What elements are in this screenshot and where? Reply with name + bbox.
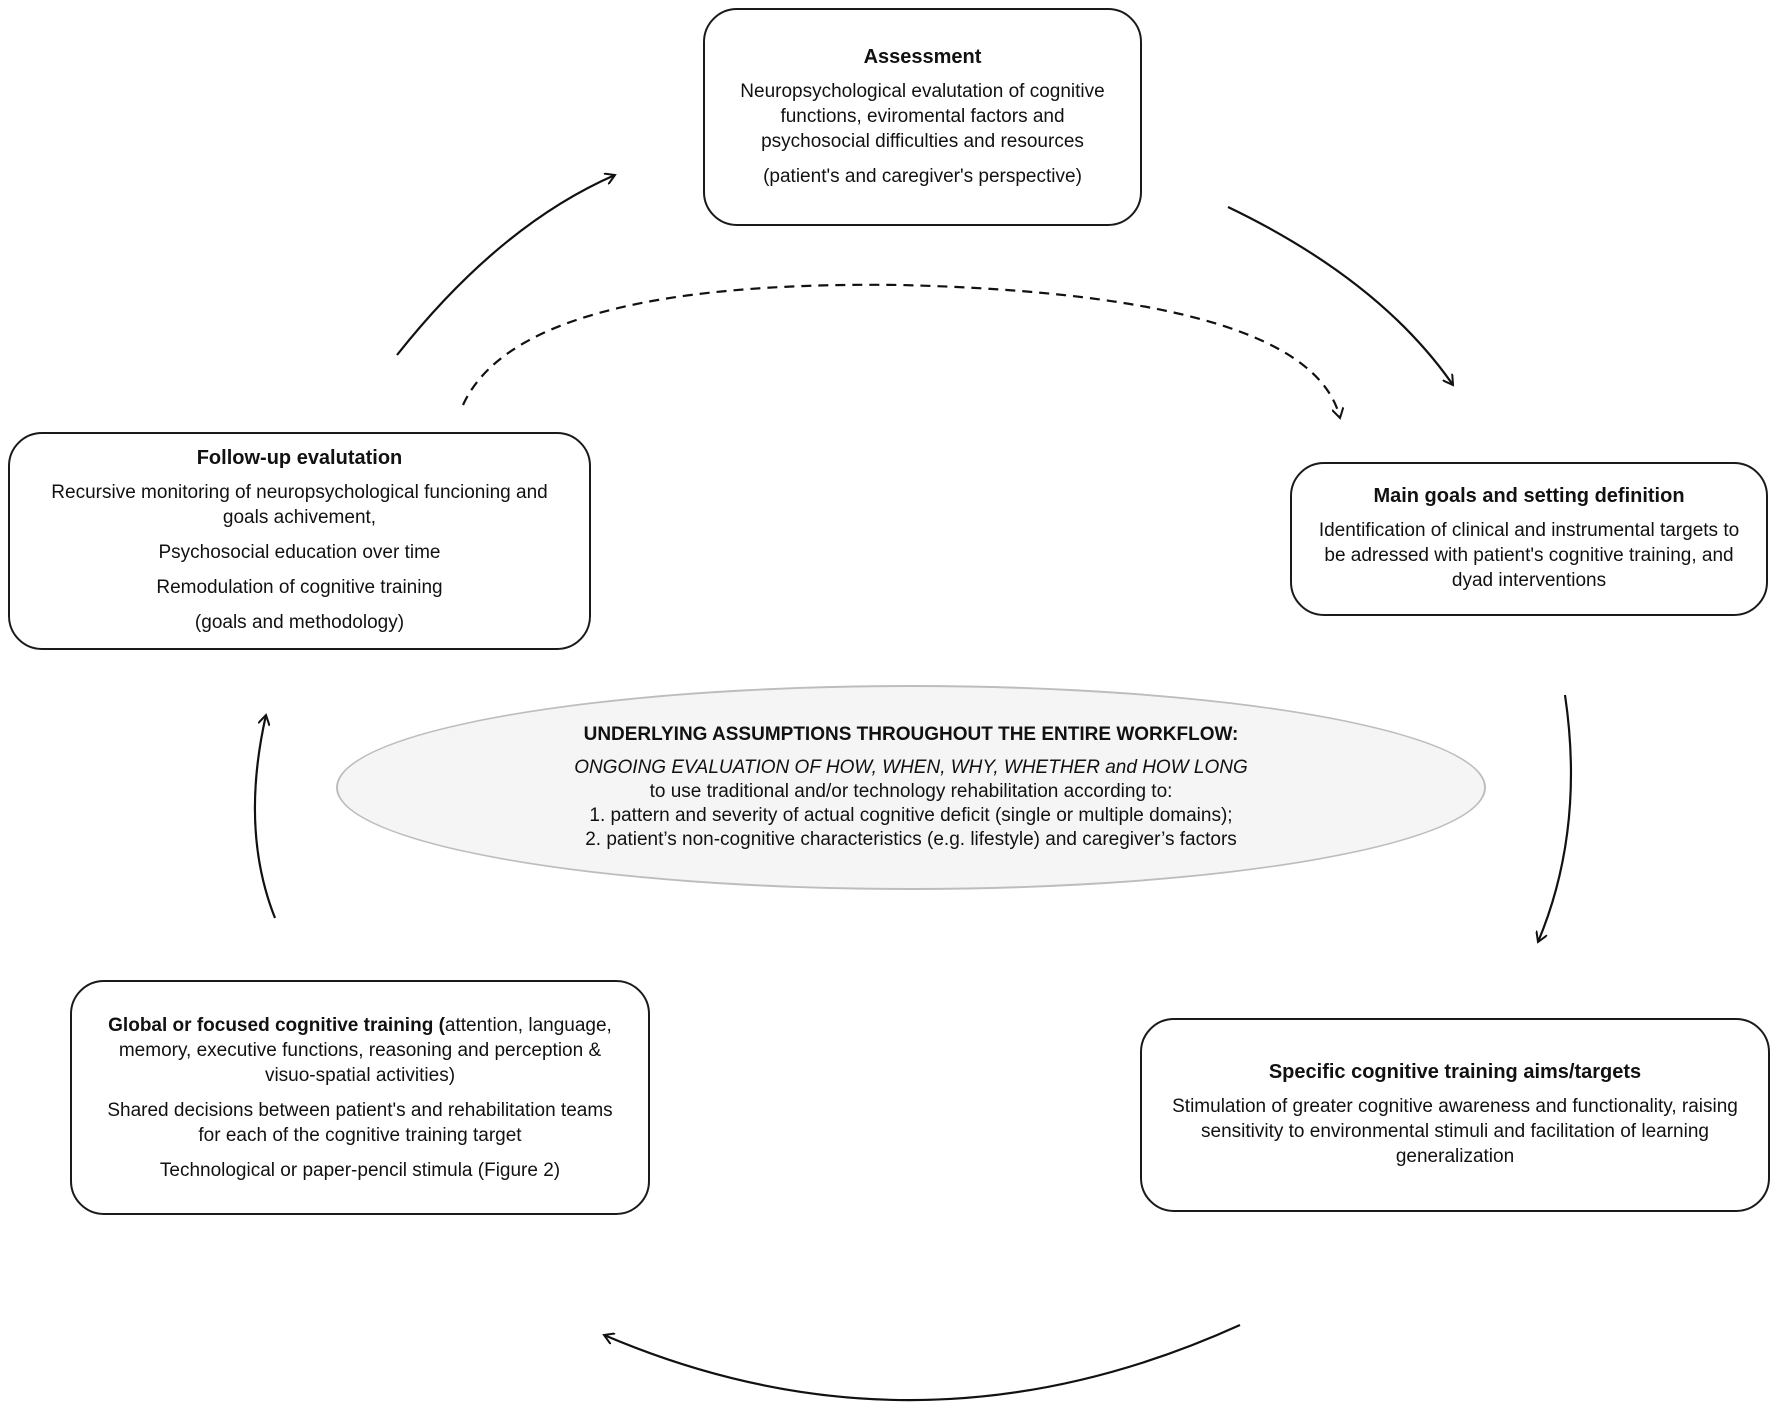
global-training-shared: Shared decisions between patient's and r…	[107, 1099, 613, 1146]
assumptions-ellipse: UNDERLYING ASSUMPTIONS THROUGHOUT THE EN…	[336, 685, 1486, 890]
assessment-perspective: (patient's and caregiver's perspective)	[763, 165, 1082, 187]
assessment-text: Neuropsychological evalutation of cognit…	[740, 80, 1105, 152]
assumptions-title: UNDERLYING ASSUMPTIONS THROUGHOUT THE EN…	[583, 723, 1239, 745]
specific-aims-title: Specific cognitive training aims/targets	[1268, 1061, 1642, 1083]
global-training-box: Global or focused cognitive training (at…	[70, 980, 650, 1215]
main-goals-text: Identification of clinical and instrumen…	[1318, 520, 1740, 591]
specific-aims-text: Stimulation of greater cognitive awarene…	[1172, 1096, 1738, 1167]
main-goals-title: Main goals and setting definition	[1373, 485, 1685, 507]
arrow-followup-to-assessment	[396, 175, 615, 356]
assumptions-line-4: 2. patient’s non-cognitive characteristi…	[585, 828, 1237, 850]
specific-aims-box: Specific cognitive training aims/targets…	[1140, 1018, 1770, 1212]
follow-up-goals: (goals and methodology)	[194, 612, 405, 633]
follow-up-box: Follow-up evalutation Recursive monitori…	[8, 432, 591, 650]
arrow-goals-to-aims	[1538, 694, 1573, 942]
global-training-stimula: Technological or paper-pencil stimula (F…	[159, 1159, 561, 1181]
follow-up-title: Follow-up evalutation	[196, 447, 403, 469]
assumptions-line-2: to use traditional and/or technology reh…	[649, 780, 1173, 802]
assessment-title: Assessment	[863, 45, 982, 68]
assessment-box: Assessment Neuropsychological evalutatio…	[703, 8, 1142, 226]
follow-up-monitoring: Recursive monitoring of neuropsychologic…	[51, 482, 548, 528]
arrow-assessment-to-goals	[1227, 206, 1453, 385]
assumptions-line-3: 1. pattern and severity of actual cognit…	[589, 804, 1233, 826]
follow-up-remodulation: Remodulation of cognitive training	[156, 577, 443, 598]
follow-up-education: Psychosocial education over time	[158, 542, 441, 563]
arrow-training-to-followup	[253, 715, 277, 919]
global-training-domains: attention, language, memory, executive f…	[118, 1014, 612, 1086]
global-training-heading: Global or focused cognitive training (at…	[94, 1013, 626, 1088]
global-training-title: Global or focused cognitive training (	[108, 1014, 445, 1036]
assumptions-italic-line: ONGOING EVALUATION OF HOW, WHEN, WHY, WH…	[574, 756, 1248, 778]
arrow-dashed-followup-to-goals	[461, 283, 1340, 418]
arrow-aims-to-training	[604, 1323, 1241, 1402]
main-goals-box: Main goals and setting definition Identi…	[1290, 462, 1768, 616]
